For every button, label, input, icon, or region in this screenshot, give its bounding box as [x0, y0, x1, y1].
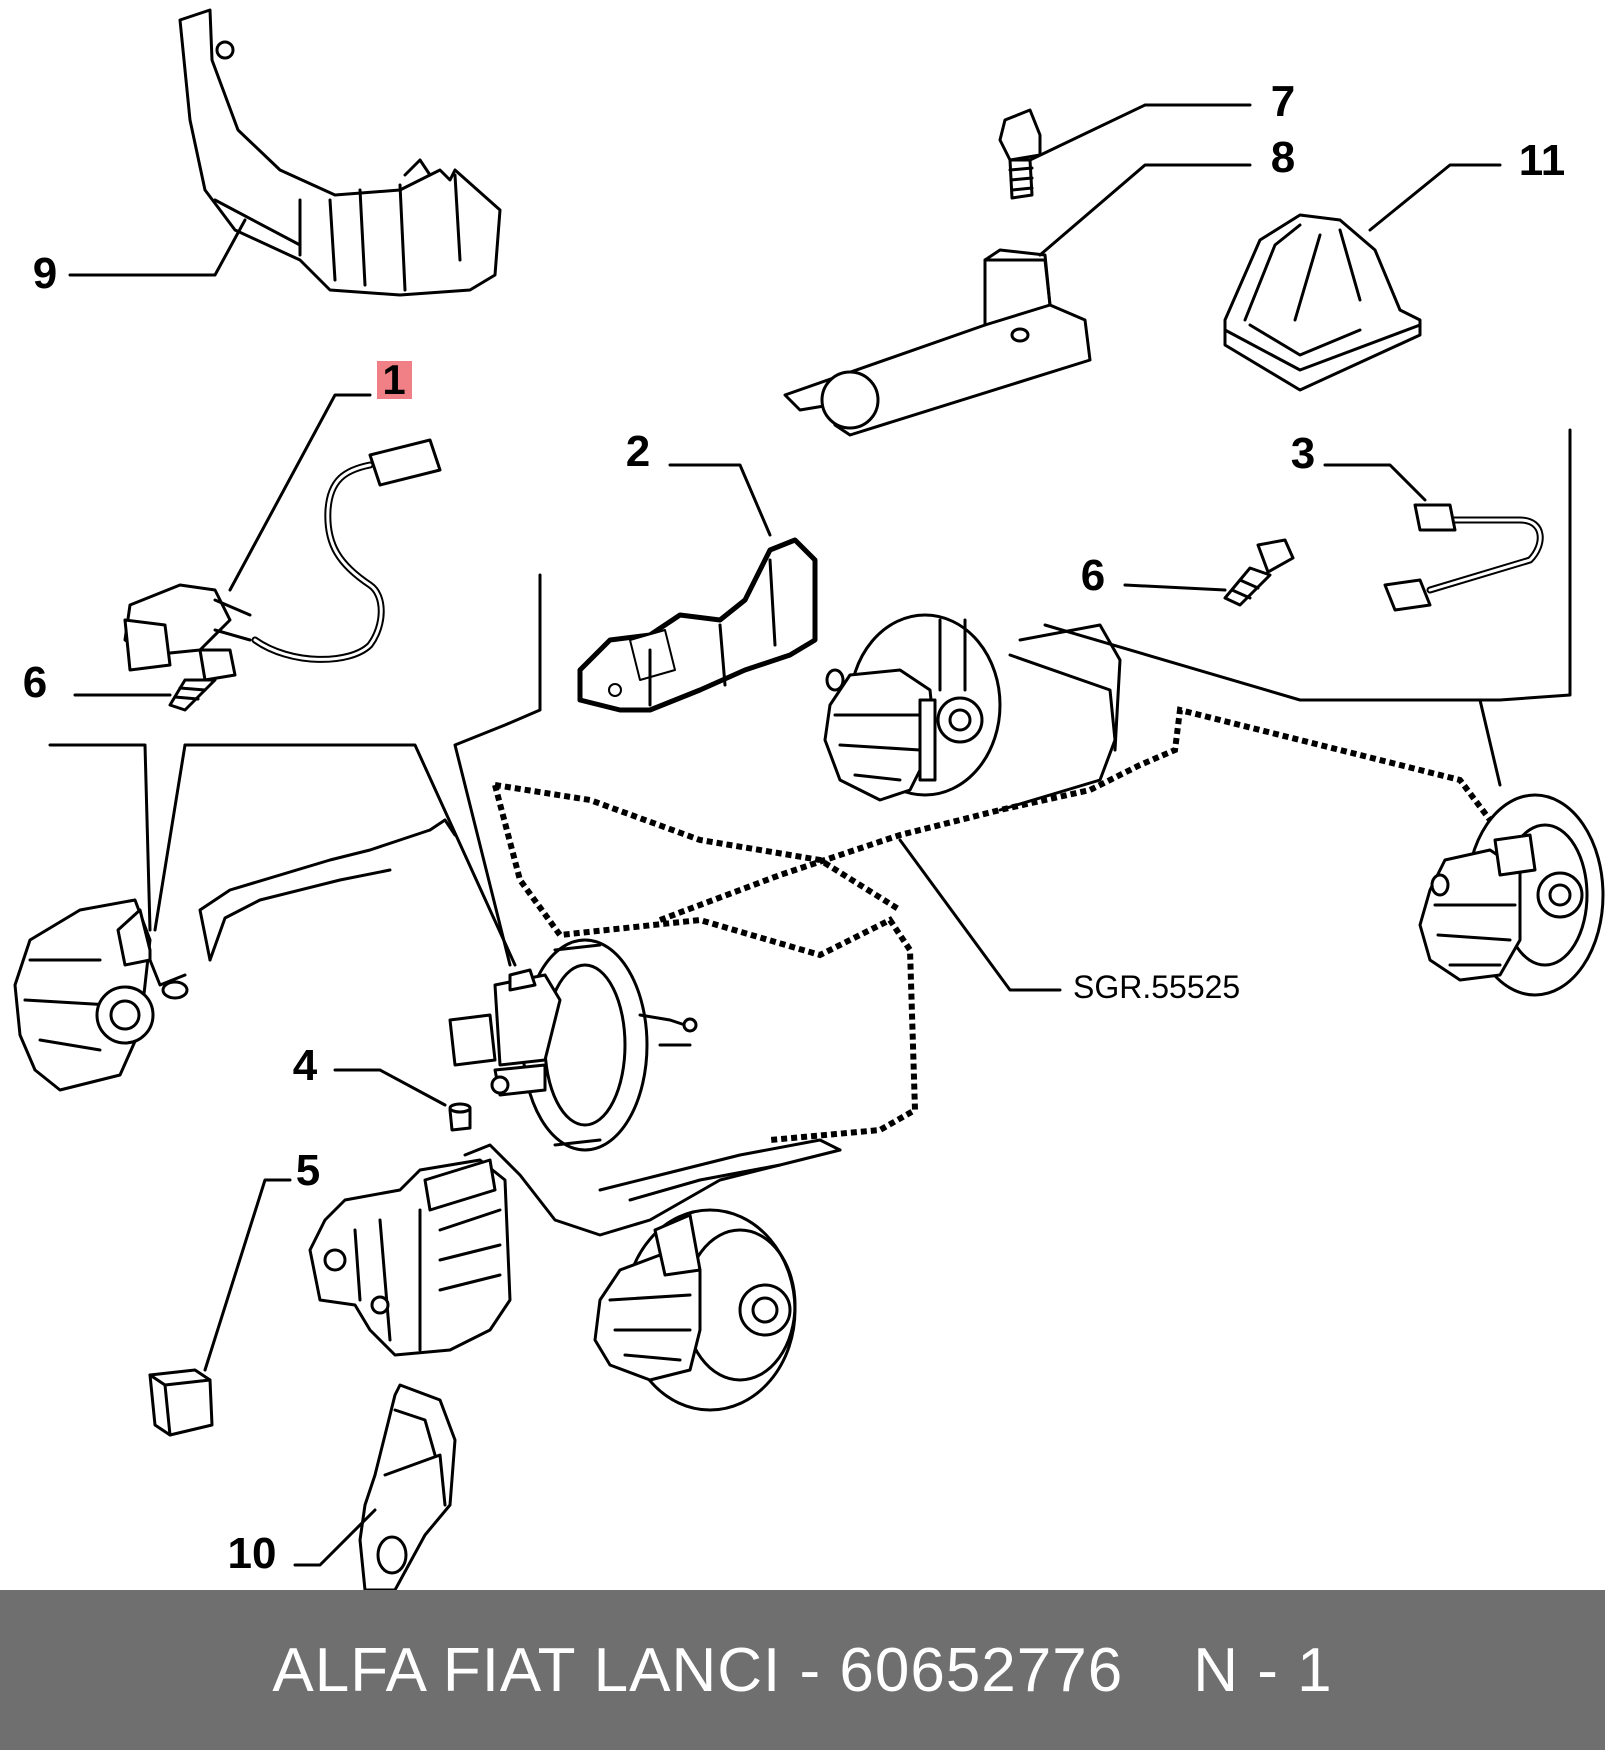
- page-indicator: N - 1: [1193, 1635, 1333, 1705]
- part-number-text: ALFA FIAT LANCI - 60652776: [272, 1635, 1124, 1705]
- callout-4: 4: [293, 1041, 318, 1090]
- callout-10: 10: [228, 1529, 277, 1578]
- brake-pipes: [198, 623, 1493, 1237]
- callout-6-right: 6: [1081, 551, 1105, 600]
- part-6-bolt-left: [168, 648, 237, 712]
- part-1-abs-sensor: [123, 438, 442, 672]
- part-6-bolt-right: [1223, 538, 1295, 607]
- part-11-rubber-mount: [1223, 213, 1422, 392]
- part-4-cap: [448, 1102, 472, 1132]
- callout-9: 9: [33, 249, 57, 298]
- rear-right-brake-disc: [1418, 793, 1605, 997]
- part-3-rear-sensor: [1383, 503, 1544, 612]
- callout-2: 2: [626, 427, 650, 476]
- callout-labels: 1 2 3 4 5 6 6 7 8 9 10 11 SGR.55525: [23, 77, 1566, 1578]
- callout-1-highlight: [377, 361, 412, 399]
- callout-3: 3: [1291, 429, 1315, 478]
- callout-6-left: 6: [23, 658, 47, 707]
- rear-caliper-center: [823, 613, 1002, 802]
- front-left-caliper: [13, 898, 189, 1092]
- part-5-relay: [148, 1368, 214, 1437]
- exploded-parts-diagram: 1 2 3 4 5 6 6 7 8 9 10 11 SGR.55525: [13, 8, 1605, 1590]
- part-2-pipe-clip: [577, 537, 818, 713]
- abs-modulator: [308, 1158, 512, 1357]
- callout-5: 5: [296, 1146, 320, 1195]
- callout-1: 1: [382, 356, 405, 403]
- part-10-clip: [358, 1383, 457, 1590]
- callout-11: 11: [1519, 136, 1566, 185]
- front-right-brake-disc: [593, 1208, 797, 1412]
- part-8-bracket-plate: [783, 248, 1092, 437]
- part-7-bolt: [998, 108, 1042, 200]
- callout-8: 8: [1271, 133, 1295, 182]
- part-number-footer: ALFA FIAT LANCI - 60652776 N - 1: [0, 1590, 1605, 1750]
- reference-code: SGR.55525: [1073, 969, 1240, 1005]
- leader-lines: [48, 103, 1572, 1567]
- callout-7: 7: [1271, 77, 1295, 126]
- part-9-bracket: [178, 8, 502, 297]
- brake-booster: [448, 938, 698, 1152]
